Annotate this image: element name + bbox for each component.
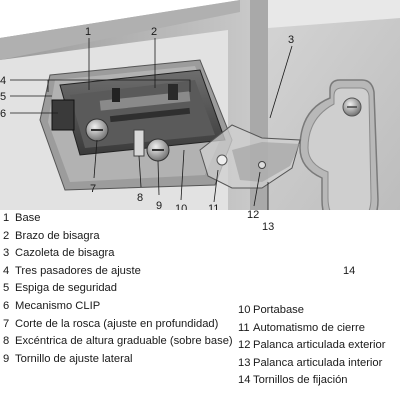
legend-item: 6 Mecanismo CLIP — [3, 298, 239, 316]
legend-num: 3 — [3, 247, 10, 260]
hinge-diagram: 1 2 3 4 5 6 7 8 9 10 11 — [0, 0, 400, 210]
legend-num: 4 — [3, 264, 10, 277]
legend-text: Base — [15, 212, 41, 224]
legend-text: Brazo de bisagra — [15, 229, 100, 242]
legend-item: 8 Excéntrica de altura graduable (sobre b… — [3, 333, 239, 351]
leader-lines — [10, 38, 293, 210]
legend-text: Palanca articulada interior — [253, 356, 383, 369]
callout-6: 6 — [0, 108, 6, 120]
legend-text: Tornillos de fijación — [253, 374, 348, 387]
legend-item: 5 Espiga de seguridad — [3, 280, 239, 298]
legend-text: Espiga de seguridad — [15, 282, 118, 295]
legend-num: 14 — [238, 374, 251, 387]
legend-num: 10 — [238, 304, 251, 316]
callout-11: 11 — [208, 203, 219, 210]
legend-num: 1 — [3, 212, 10, 224]
legend-item: 9 Tornillo de ajuste lateral — [3, 351, 239, 369]
legend-left: 1 Base 2 Brazo de bisagra 3 Cazoleta de bis… — [3, 210, 239, 368]
legend-num: 6 — [3, 299, 10, 312]
callout-2: 2 — [151, 26, 157, 38]
legend-item: 4 Tres pasadores de ajuste — [3, 263, 239, 281]
legend-text: Portabase — [253, 304, 304, 316]
legend-text: Tornillo de ajuste lateral — [15, 352, 133, 365]
diagram-overlay: 12 13 14 — [247, 209, 355, 277]
legend-text: Palanca articulada exterior — [253, 339, 386, 352]
callout-9: 9 — [156, 200, 162, 210]
legend-text: Corte de la rosca (ajuste en profundidad… — [15, 317, 219, 330]
legend-item: 2 Brazo de bisagra — [3, 228, 239, 246]
legend-text: Excéntrica de altura graduable (sobre ba… — [15, 335, 233, 348]
legend-num: 13 — [238, 356, 251, 369]
legend-item: 1 Base — [3, 210, 239, 228]
legend-text: Mecanismo CLIP — [15, 299, 101, 312]
callout-14: 14 — [343, 265, 355, 277]
callout-3: 3 — [288, 34, 294, 46]
legend-num: 7 — [3, 317, 10, 330]
legend-text: Cazoleta de bisagra — [15, 247, 115, 260]
clip-mechanism — [51, 99, 75, 131]
legend-item: 7 Corte de la rosca (ajuste en profundida… — [3, 316, 239, 334]
legend-num: 8 — [3, 335, 10, 348]
legend-num: 9 — [3, 352, 10, 365]
callout-12: 12 — [247, 209, 259, 221]
legend-num: 12 — [238, 339, 251, 352]
callout-1: 1 — [85, 26, 91, 38]
callout-4: 4 — [0, 75, 6, 87]
callout-10: 10 — [175, 203, 187, 210]
legend-text: Tres pasadores de ajuste — [15, 264, 141, 277]
adjustment-pins — [168, 84, 178, 100]
legend-num: 2 — [3, 229, 10, 242]
legend-item: 3 Cazoleta de bisagra — [3, 245, 239, 263]
legend-text: Automatismo de cierre — [253, 321, 365, 334]
legend-num: 11 — [238, 321, 250, 334]
callout-7: 7 — [90, 183, 96, 195]
legend-num: 5 — [3, 282, 10, 295]
closing-mechanism — [199, 124, 301, 189]
callout-13: 13 — [262, 221, 274, 233]
security-pin — [112, 88, 120, 102]
callout-5: 5 — [0, 91, 6, 103]
callout-8: 8 — [137, 192, 143, 204]
